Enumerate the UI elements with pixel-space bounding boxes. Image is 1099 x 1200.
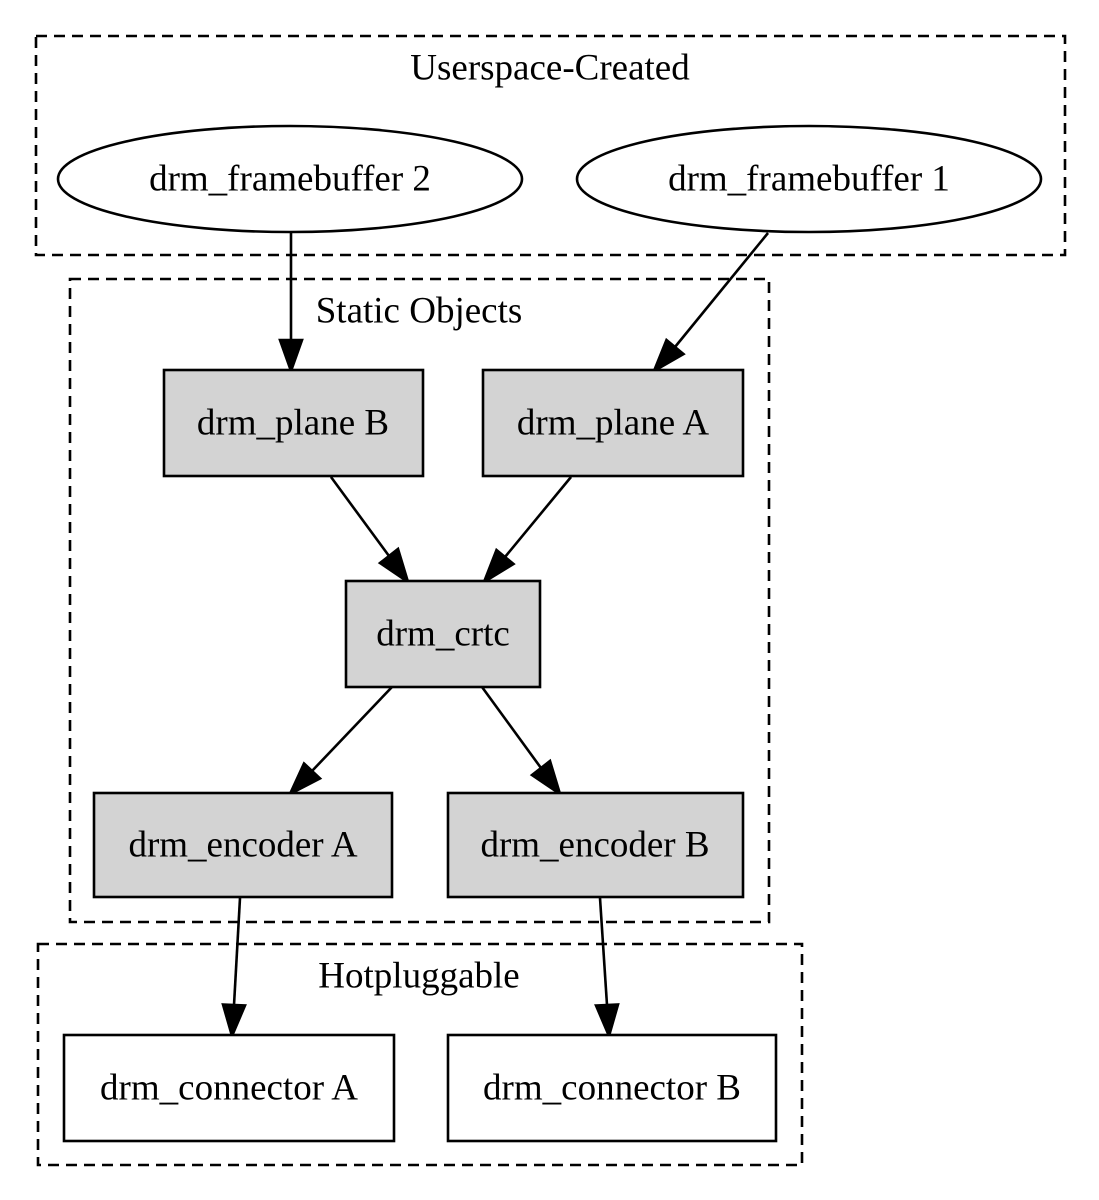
node-crtc[interactable]: drm_crtc bbox=[344, 579, 542, 689]
node-encoder-a[interactable]: drm_encoder A bbox=[92, 791, 394, 899]
node-framebuffer-2[interactable]: drm_framebuffer 2 bbox=[56, 124, 524, 234]
node-framebuffer-1[interactable]: drm_framebuffer 1 bbox=[575, 124, 1043, 234]
connector-b-box bbox=[446, 1033, 778, 1143]
encoder-b-box bbox=[446, 791, 745, 899]
crtc-box bbox=[344, 579, 542, 689]
connector-a-label: drm_connector A bbox=[100, 1068, 358, 1109]
cluster-userspace-label: Userspace-Created bbox=[410, 48, 690, 89]
edge-crtc-to-encoder-b bbox=[480, 686, 563, 798]
edge-framebuffer2-to-plane-b bbox=[278, 233, 304, 375]
connector-a-box bbox=[62, 1033, 396, 1143]
edge-framebuffer1-to-plane-a bbox=[651, 232, 770, 375]
encoder-a-label: drm_encoder A bbox=[128, 825, 357, 866]
edge-plane-b-to-crtc bbox=[329, 476, 411, 586]
encoder-a-box bbox=[92, 791, 394, 899]
framebuffer-1-label: drm_framebuffer 1 bbox=[668, 159, 950, 200]
edge-encoder-a-to-connector-a bbox=[221, 897, 247, 1040]
node-connector-a[interactable]: drm_connector A bbox=[62, 1033, 396, 1143]
edges bbox=[221, 232, 770, 1040]
cluster-hotpluggable-border bbox=[36, 942, 804, 1167]
cluster-userspace-created: Userspace-Created bbox=[34, 34, 1067, 257]
plane-a-label: drm_plane A bbox=[517, 403, 709, 444]
crtc-label: drm_crtc bbox=[376, 614, 510, 655]
cluster-hotpluggable: Hotpluggable bbox=[36, 942, 804, 1167]
cluster-static-label: Static Objects bbox=[316, 291, 523, 332]
plane-a-box bbox=[481, 368, 745, 478]
edge-plane-a-to-crtc bbox=[481, 476, 573, 586]
cluster-static-objects: Static Objects bbox=[68, 277, 771, 924]
framebuffer-2-label: drm_framebuffer 2 bbox=[149, 159, 431, 200]
cluster-hotpluggable-label: Hotpluggable bbox=[318, 956, 519, 997]
node-connector-b[interactable]: drm_connector B bbox=[446, 1033, 778, 1143]
edge-encoder-b-to-connector-b bbox=[594, 897, 620, 1040]
cluster-userspace-border bbox=[34, 34, 1067, 257]
cluster-static-border bbox=[68, 277, 771, 924]
node-plane-a[interactable]: drm_plane A bbox=[481, 368, 745, 478]
connector-b-label: drm_connector B bbox=[483, 1068, 741, 1109]
node-encoder-b[interactable]: drm_encoder B bbox=[446, 791, 745, 899]
encoder-b-label: drm_encoder B bbox=[480, 825, 709, 866]
plane-b-box bbox=[162, 368, 425, 478]
edge-crtc-to-encoder-a bbox=[287, 686, 393, 797]
plane-b-label: drm_plane B bbox=[197, 403, 389, 444]
node-plane-b[interactable]: drm_plane B bbox=[162, 368, 425, 478]
